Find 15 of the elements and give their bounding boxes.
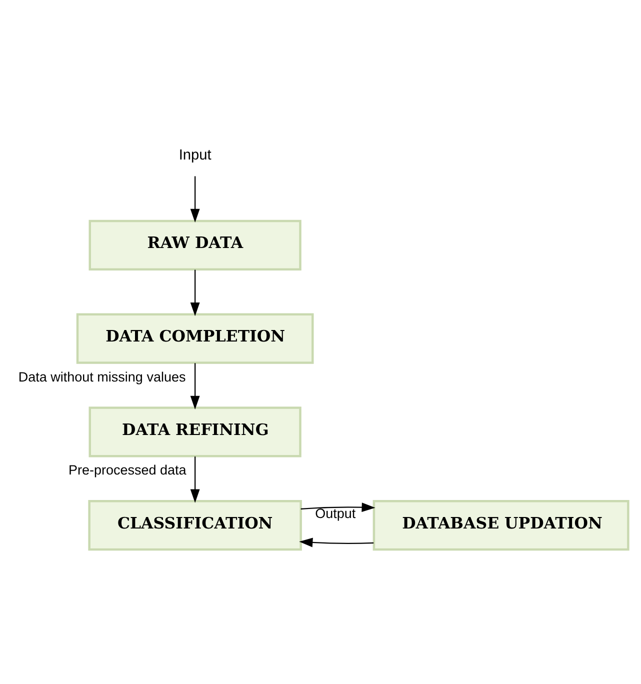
edge-label: Data without missing values: [18, 368, 186, 384]
node-text: Input: [178, 147, 212, 164]
arrow: [190, 269, 200, 316]
edge-label: Pre-processed data: [68, 462, 186, 478]
node-box: CLASSIFICATION: [88, 500, 302, 550]
node-box: DATA COMPLETION: [76, 312, 314, 364]
node-box: DATABASE UPDATION: [372, 500, 630, 550]
node-box: DATA REFINING: [88, 406, 302, 457]
edge-label: Output: [315, 506, 356, 521]
arrow: [299, 537, 374, 547]
arrow: [190, 362, 200, 409]
arrow: [300, 502, 376, 512]
arrow: [190, 176, 200, 222]
node-box: RAW DATA: [88, 219, 302, 270]
arrow: [190, 456, 200, 502]
